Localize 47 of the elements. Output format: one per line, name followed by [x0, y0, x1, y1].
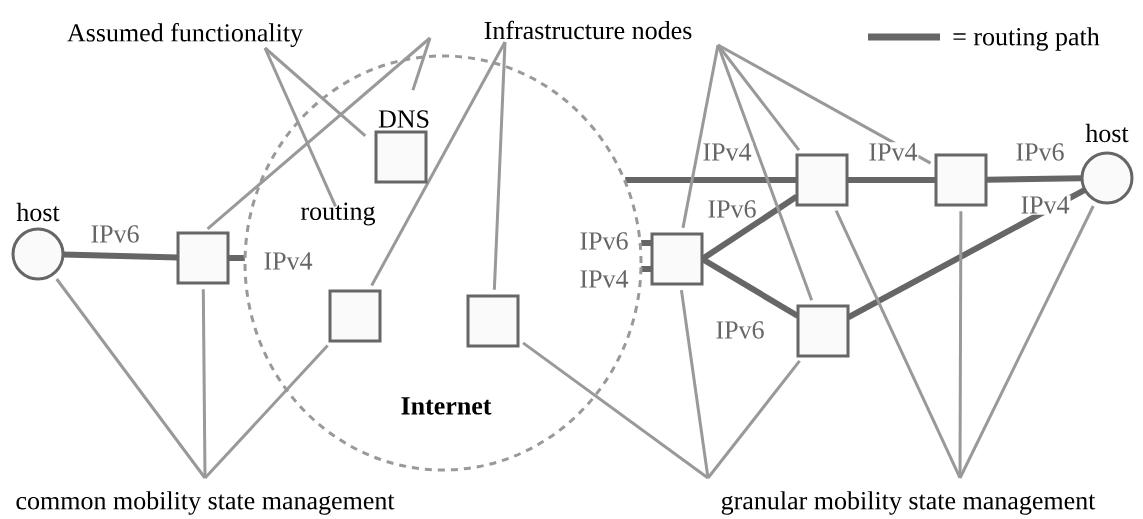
edge-label: IPv4	[580, 270, 629, 288]
edge-label: IPv6	[708, 200, 756, 218]
leader-line	[716, 44, 814, 301]
label: granular mobility state management	[721, 491, 1096, 515]
label: host	[16, 202, 60, 222]
leader-line	[834, 210, 962, 479]
label: routing	[301, 202, 376, 226]
leader-line	[679, 289, 710, 479]
edge-label: IPv4	[703, 143, 752, 161]
edge-label: IPv6	[1016, 143, 1064, 161]
leader-line	[206, 36, 431, 231]
leader-line	[681, 44, 720, 229]
box	[934, 153, 988, 207]
leader-line	[411, 37, 432, 91]
label: Infrastructure nodes	[484, 20, 692, 40]
leader-line	[522, 341, 709, 480]
box	[650, 232, 704, 286]
legend-text: = routing path	[953, 27, 1100, 51]
routing-path	[625, 177, 797, 183]
routing-path	[63, 251, 178, 261]
leader-line	[706, 360, 801, 479]
label: common mobility state management	[16, 491, 395, 515]
edge-label: IPv6	[91, 225, 139, 243]
edge-label: IPv4	[1021, 196, 1070, 214]
box	[466, 294, 520, 348]
leader-line	[717, 43, 932, 165]
box	[795, 153, 849, 207]
box	[328, 289, 382, 343]
box	[796, 304, 850, 358]
edge-label: IPv6	[580, 232, 628, 250]
leader-line	[264, 46, 367, 137]
routing-path	[847, 177, 936, 183]
leader-line	[958, 205, 1095, 479]
leader-line	[203, 344, 329, 479]
leader-line	[492, 41, 507, 290]
label: Assumed functionality	[67, 23, 303, 47]
region-label: Internet	[401, 397, 492, 415]
leader-line	[263, 47, 337, 207]
leader-line	[958, 211, 963, 478]
label: DNS	[378, 110, 429, 128]
edge-label: IPv4	[869, 143, 918, 161]
box	[176, 231, 230, 285]
edge-label: IPv4	[264, 252, 313, 270]
edge-label: IPv6	[716, 321, 764, 339]
routing-path	[986, 175, 1082, 183]
leader-line	[201, 289, 207, 478]
label: host	[1085, 123, 1129, 143]
